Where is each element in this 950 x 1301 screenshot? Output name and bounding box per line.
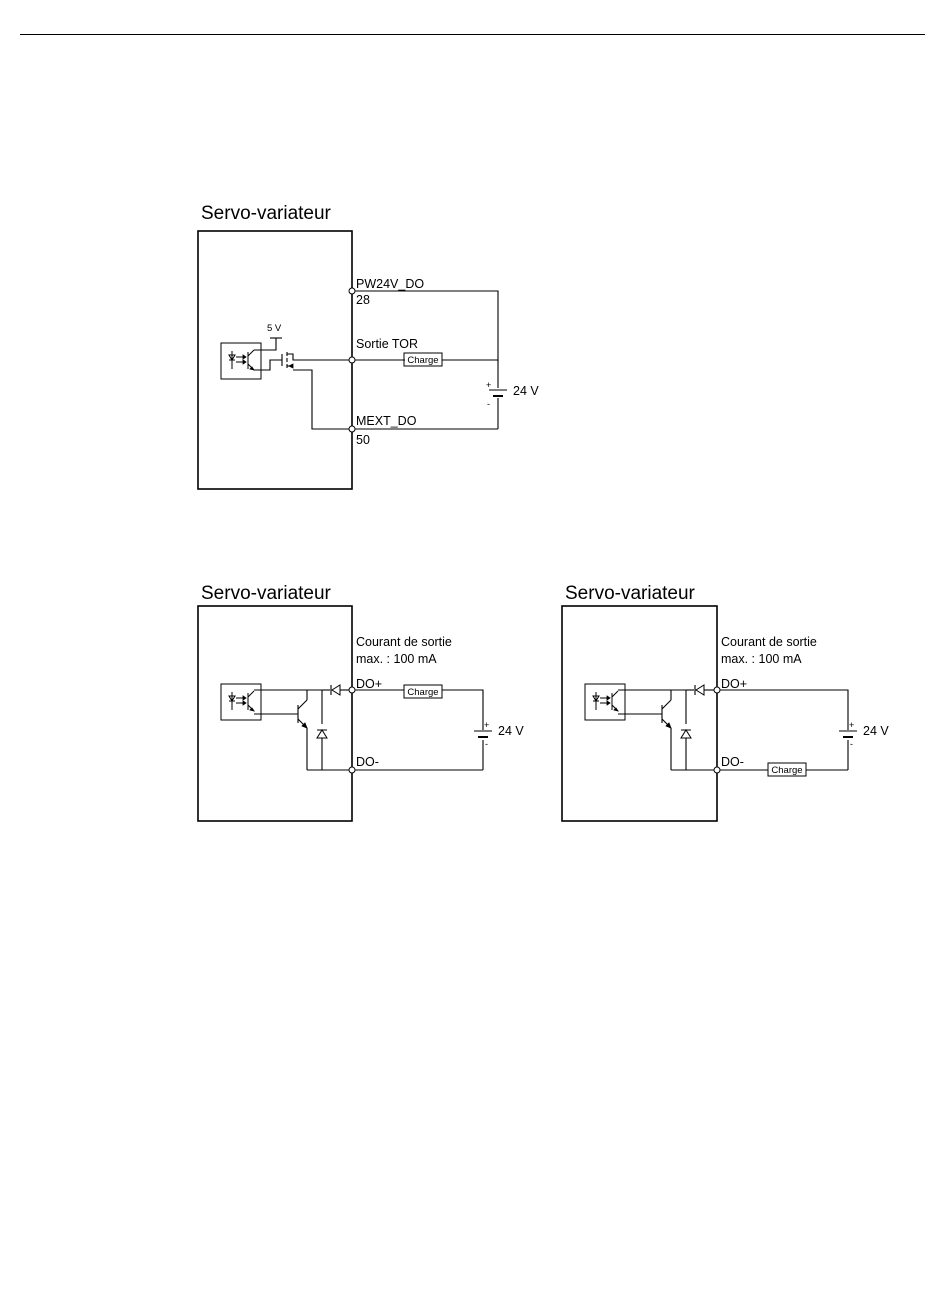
- diagram-load-on-do-plus: Servo-variateur + - 24 V: [198, 583, 524, 821]
- load-resistor: Charge: [404, 353, 442, 366]
- battery-label: 24 V: [513, 384, 539, 398]
- svg-text:+: +: [849, 720, 854, 730]
- current-label: Courant de sortie: [721, 635, 817, 649]
- do-plus-label: DO+: [356, 677, 382, 691]
- current-limit: max. : 100 mA: [721, 652, 802, 666]
- battery-label: 24 V: [863, 724, 889, 738]
- drive-title: Servo-variateur: [201, 583, 332, 604]
- svg-text:Charge: Charge: [771, 765, 802, 776]
- battery-24v: + - 24 V: [474, 720, 524, 749]
- svg-text:-: -: [485, 739, 488, 749]
- drive-title: Servo-variateur: [565, 583, 696, 604]
- diagram-load-on-do-minus: Servo-variateur + - 24 V Charge: [562, 583, 889, 821]
- do-plus-label: DO+: [721, 677, 747, 691]
- svg-text:-: -: [487, 399, 490, 409]
- pin-common-number: 50: [356, 433, 370, 447]
- load-resistor: Charge: [404, 685, 442, 698]
- output-label: Sortie TOR: [356, 337, 418, 351]
- do-minus-label: DO-: [356, 755, 379, 769]
- do-minus-label: DO-: [721, 755, 744, 769]
- supply-5v-label: 5 V: [267, 323, 282, 334]
- current-limit: max. : 100 mA: [356, 652, 437, 666]
- optocoupler-icon: [585, 684, 625, 720]
- battery-24v: + - 24 V: [486, 380, 539, 409]
- pin-common-label: MEXT_DO: [356, 414, 417, 428]
- pin-power-number: 28: [356, 293, 370, 307]
- load-resistor: Charge: [768, 763, 806, 776]
- drive-title: Servo-variateur: [201, 203, 332, 224]
- diagram-sink-source: Servo-variateur + - 24 V Charge 5 V: [198, 203, 539, 489]
- svg-text:Charge: Charge: [407, 687, 438, 698]
- optocoupler-icon: [221, 343, 261, 379]
- battery-24v: + - 24 V: [839, 720, 889, 749]
- battery-label: 24 V: [498, 724, 524, 738]
- current-label: Courant de sortie: [356, 635, 452, 649]
- svg-text:+: +: [486, 380, 491, 390]
- svg-text:-: -: [850, 739, 853, 749]
- svg-text:Charge: Charge: [407, 355, 438, 366]
- optocoupler-icon: [221, 684, 261, 720]
- pin-power-label: PW24V_DO: [356, 277, 424, 291]
- svg-text:+: +: [484, 720, 489, 730]
